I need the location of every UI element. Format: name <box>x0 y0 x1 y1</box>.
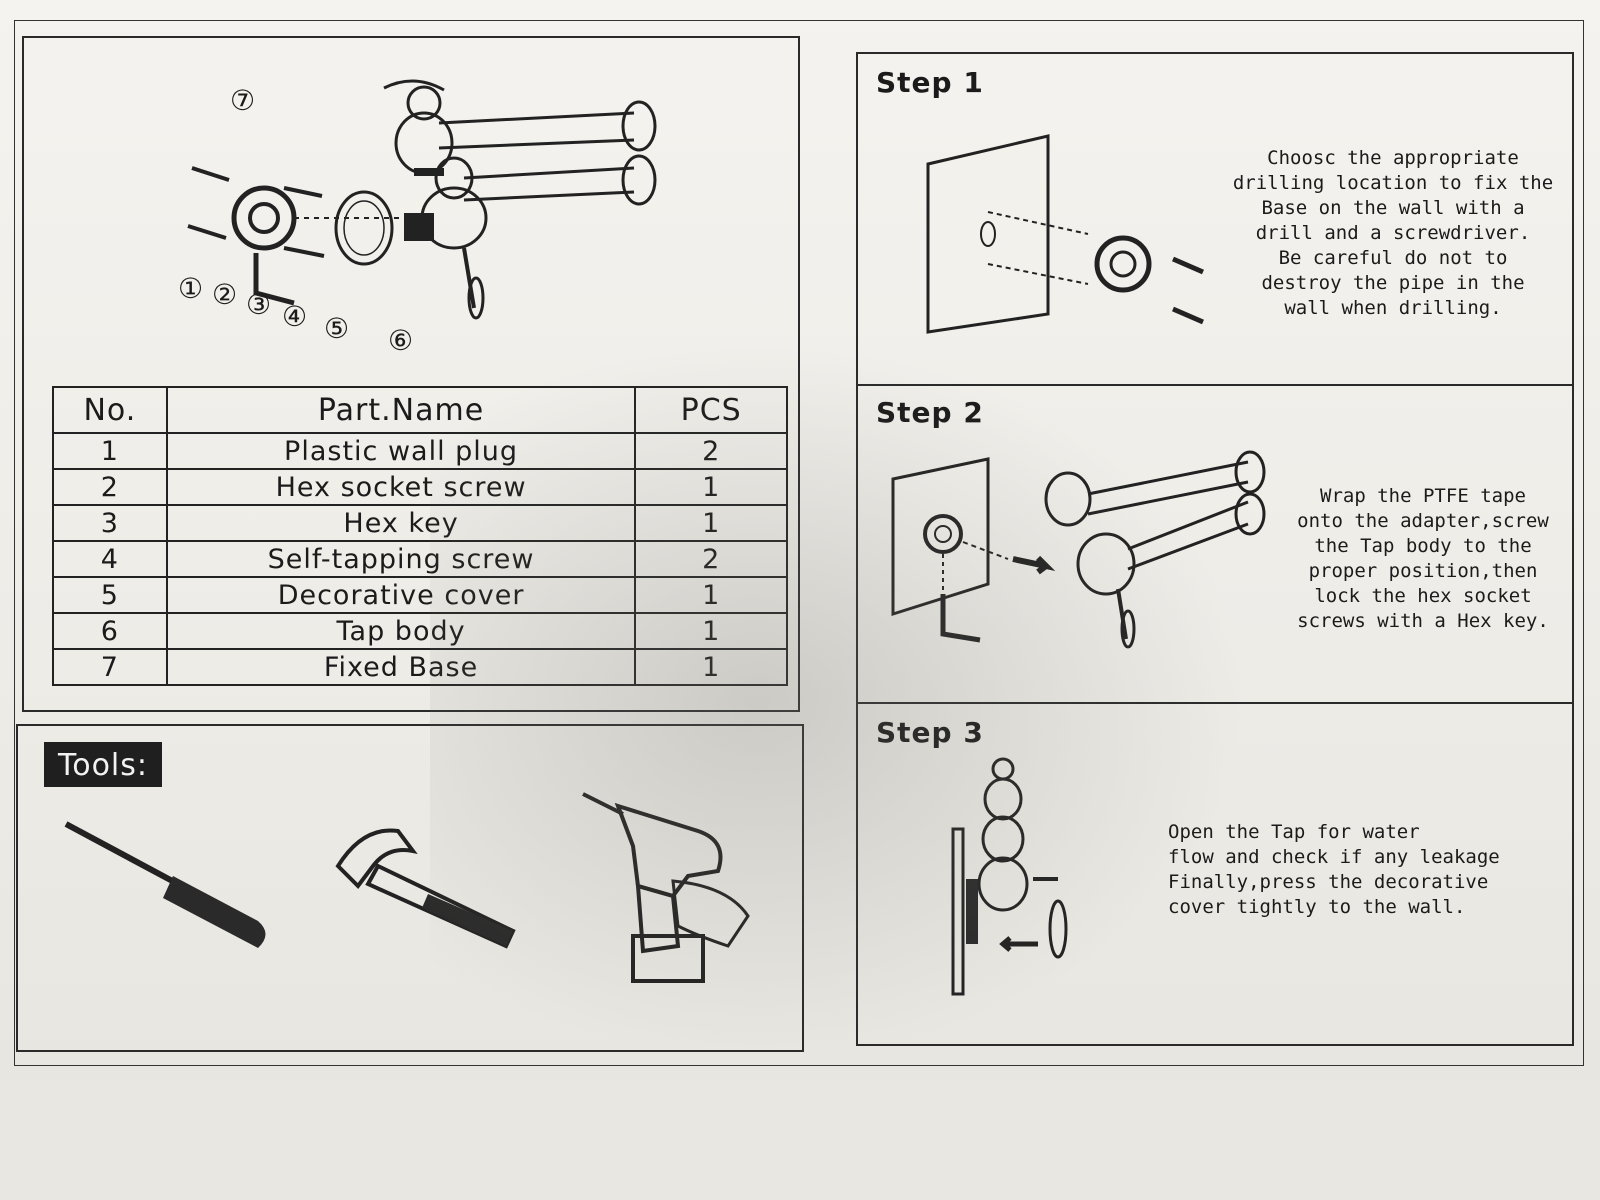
header-pcs: PCS <box>634 386 788 434</box>
table-row: 6 Tap body 1 <box>52 612 788 650</box>
step-divider <box>858 702 1572 704</box>
row-part-name: Decorative cover <box>165 576 637 614</box>
step-1-illustration <box>926 134 1204 334</box>
screwdriver-icon <box>64 821 266 948</box>
row-no: 6 <box>52 612 168 650</box>
tools-label: Tools: <box>44 742 163 787</box>
parts-table: No. Part.Name PCS 1 Plastic wall plug 2 … <box>52 386 788 686</box>
callout-6: ⑥ <box>388 324 414 357</box>
table-row: 7 Fixed Base 1 <box>52 648 788 686</box>
table-row: 3 Hex key 1 <box>52 504 788 542</box>
callout-7: ⑦ <box>230 84 256 117</box>
header-no: No. <box>52 386 168 434</box>
step-3-text: Open the Tap for water flow and check if… <box>1168 821 1500 918</box>
row-no: 5 <box>52 576 168 614</box>
steps-panel: Step 1 Choosc the appropriate drilling l… <box>856 52 1574 1046</box>
row-pcs: 1 <box>634 504 788 542</box>
table-row: 1 Plastic wall plug 2 <box>52 432 788 470</box>
callout-2: ② <box>212 278 238 311</box>
tools-panel: Tools: <box>16 724 804 1052</box>
parts-table-header: No. Part.Name PCS <box>52 386 788 434</box>
header-part-name: Part.Name <box>165 386 637 434</box>
step-1-title: Step 1 <box>876 66 984 99</box>
step-2-illustration <box>891 450 1266 649</box>
instruction-sheet: ⑦ ① ② ③ ④ ⑤ ⑥ No. Part.Name PCS 1 Plasti… <box>0 0 1600 1080</box>
exploded-parts-diagram <box>187 79 657 320</box>
callout-5: ⑤ <box>324 312 350 345</box>
row-part-name: Fixed Base <box>165 648 637 686</box>
step-2-title: Step 2 <box>876 396 984 429</box>
table-row: 2 Hex socket screw 1 <box>52 468 788 506</box>
row-no: 7 <box>52 648 168 686</box>
drill-icon <box>582 792 750 983</box>
parts-panel: ⑦ ① ② ③ ④ ⑤ ⑥ No. Part.Name PCS 1 Plasti… <box>22 36 800 712</box>
row-pcs: 1 <box>634 576 788 614</box>
row-part-name: Hex socket screw <box>165 468 637 506</box>
table-row: 4 Self-tapping screw 2 <box>52 540 788 578</box>
callout-4: ④ <box>282 300 308 333</box>
row-no: 3 <box>52 504 168 542</box>
step-divider <box>858 384 1572 386</box>
row-part-name: Hex key <box>165 504 637 542</box>
sheet-border <box>14 20 1584 1066</box>
step-2-text: Wrap the PTFE tape onto the adapter,scre… <box>1297 485 1549 632</box>
step-1-text: Choosc the appropriate drilling location… <box>1232 147 1554 319</box>
row-pcs: 1 <box>634 468 788 506</box>
row-pcs: 2 <box>634 540 788 578</box>
row-pcs: 1 <box>634 612 788 650</box>
row-no: 4 <box>52 540 168 578</box>
row-no: 1 <box>52 432 168 470</box>
row-part-name: Self-tapping screw <box>165 540 637 578</box>
row-pcs: 2 <box>634 432 788 470</box>
row-pcs: 1 <box>634 648 788 686</box>
hammer-icon <box>335 828 516 949</box>
row-part-name: Plastic wall plug <box>165 432 637 470</box>
step-3-illustration <box>951 757 1068 996</box>
callout-1: ① <box>178 272 204 305</box>
table-row: 5 Decorative cover 1 <box>52 576 788 614</box>
row-no: 2 <box>52 468 168 506</box>
row-part-name: Tap body <box>165 612 637 650</box>
callout-3: ③ <box>246 288 272 321</box>
step-3-title: Step 3 <box>876 716 984 749</box>
